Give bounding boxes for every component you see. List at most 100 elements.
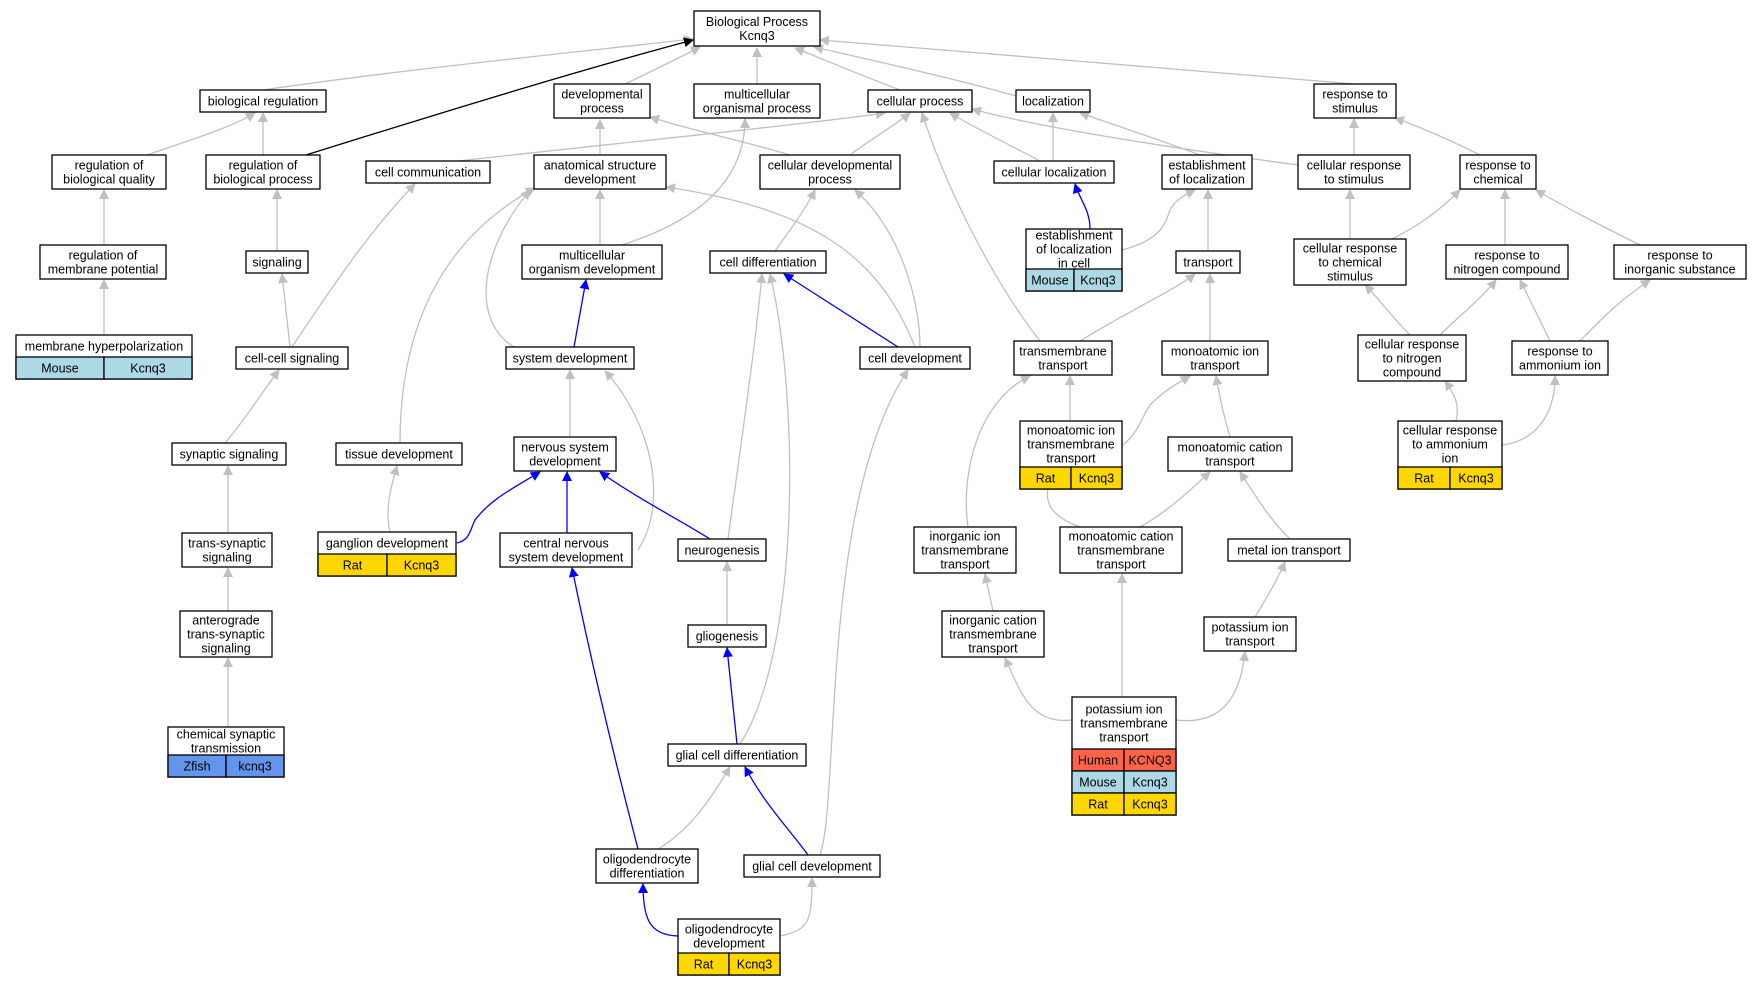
go-term-sysdev[interactable]: system development <box>505 346 635 370</box>
term-box[interactable] <box>553 83 651 119</box>
term-box[interactable] <box>595 848 699 884</box>
go-term-signaling[interactable]: signaling <box>245 250 309 274</box>
go-term-glialdev[interactable]: glial cell development <box>743 854 881 878</box>
term-box[interactable] <box>335 442 463 466</box>
term-box[interactable] <box>1459 154 1537 190</box>
term-box[interactable] <box>521 244 663 280</box>
go-term-synsig[interactable]: synaptic signaling <box>171 442 287 466</box>
term-box[interactable] <box>505 346 635 370</box>
term-box[interactable] <box>1203 616 1297 652</box>
term-box[interactable] <box>687 624 767 648</box>
go-term-gliogenesis[interactable]: gliogenesis <box>687 624 767 648</box>
go-term-potiontm[interactable]: potassium iontransmembranetransportHuman… <box>1071 696 1177 816</box>
go-term-cellloc[interactable]: cellular localization <box>993 160 1115 184</box>
term-box[interactable] <box>205 154 321 190</box>
go-term-cellproc[interactable]: cellular process <box>867 89 973 113</box>
term-box[interactable] <box>859 346 971 370</box>
go-term-bioreg[interactable]: biological regulation <box>199 89 327 113</box>
term-box[interactable] <box>677 538 767 562</box>
term-box[interactable] <box>1013 340 1113 376</box>
term-box[interactable] <box>1445 244 1569 280</box>
term-box[interactable] <box>1175 250 1241 274</box>
term-box[interactable] <box>235 346 349 370</box>
go-term-celldiff[interactable]: cell differentiation <box>709 250 827 274</box>
term-box[interactable] <box>693 83 821 119</box>
term-box[interactable] <box>365 160 491 184</box>
term-box[interactable] <box>171 442 287 466</box>
term-box[interactable] <box>867 89 973 113</box>
term-box[interactable] <box>179 610 273 658</box>
term-box[interactable] <box>667 743 807 767</box>
term-box[interactable] <box>499 532 633 568</box>
term-box[interactable] <box>1613 244 1747 280</box>
term-box[interactable] <box>39 244 167 280</box>
term-box[interactable] <box>993 160 1115 184</box>
go-term-transport[interactable]: transport <box>1175 250 1241 274</box>
term-box[interactable] <box>181 532 273 568</box>
go-term-cellcomm[interactable]: cell communication <box>365 160 491 184</box>
term-box[interactable] <box>1227 538 1351 562</box>
term-box[interactable] <box>913 526 1017 574</box>
go-term-localization[interactable]: localization <box>1015 89 1091 113</box>
term-box[interactable] <box>51 154 167 190</box>
term-box[interactable] <box>1511 340 1609 376</box>
term-box[interactable] <box>1313 83 1397 119</box>
term-box[interactable] <box>693 10 821 47</box>
go-term-neurogenesis[interactable]: neurogenesis <box>677 538 767 562</box>
term-box[interactable] <box>1293 238 1407 286</box>
go-term-glialdiff[interactable]: glial cell differentiation <box>667 743 807 767</box>
go-term-cellcell[interactable]: cell-cell signaling <box>235 346 349 370</box>
term-box[interactable] <box>533 154 667 190</box>
term-box[interactable] <box>941 610 1045 658</box>
term-box[interactable] <box>759 154 901 190</box>
term-box[interactable] <box>1167 436 1293 472</box>
term-box[interactable] <box>245 250 309 274</box>
term-box[interactable] <box>1357 334 1467 382</box>
term-box[interactable] <box>1297 154 1411 190</box>
term-box[interactable] <box>709 250 827 274</box>
go-term-tissuedev[interactable]: tissue development <box>335 442 463 466</box>
term-box[interactable] <box>1161 154 1253 190</box>
go-term-metaliontrans[interactable]: metal ion transport <box>1227 538 1351 562</box>
term-box[interactable] <box>1059 526 1183 574</box>
term-box[interactable] <box>743 854 881 878</box>
term-box[interactable] <box>513 436 617 472</box>
term-box[interactable] <box>1161 340 1269 376</box>
